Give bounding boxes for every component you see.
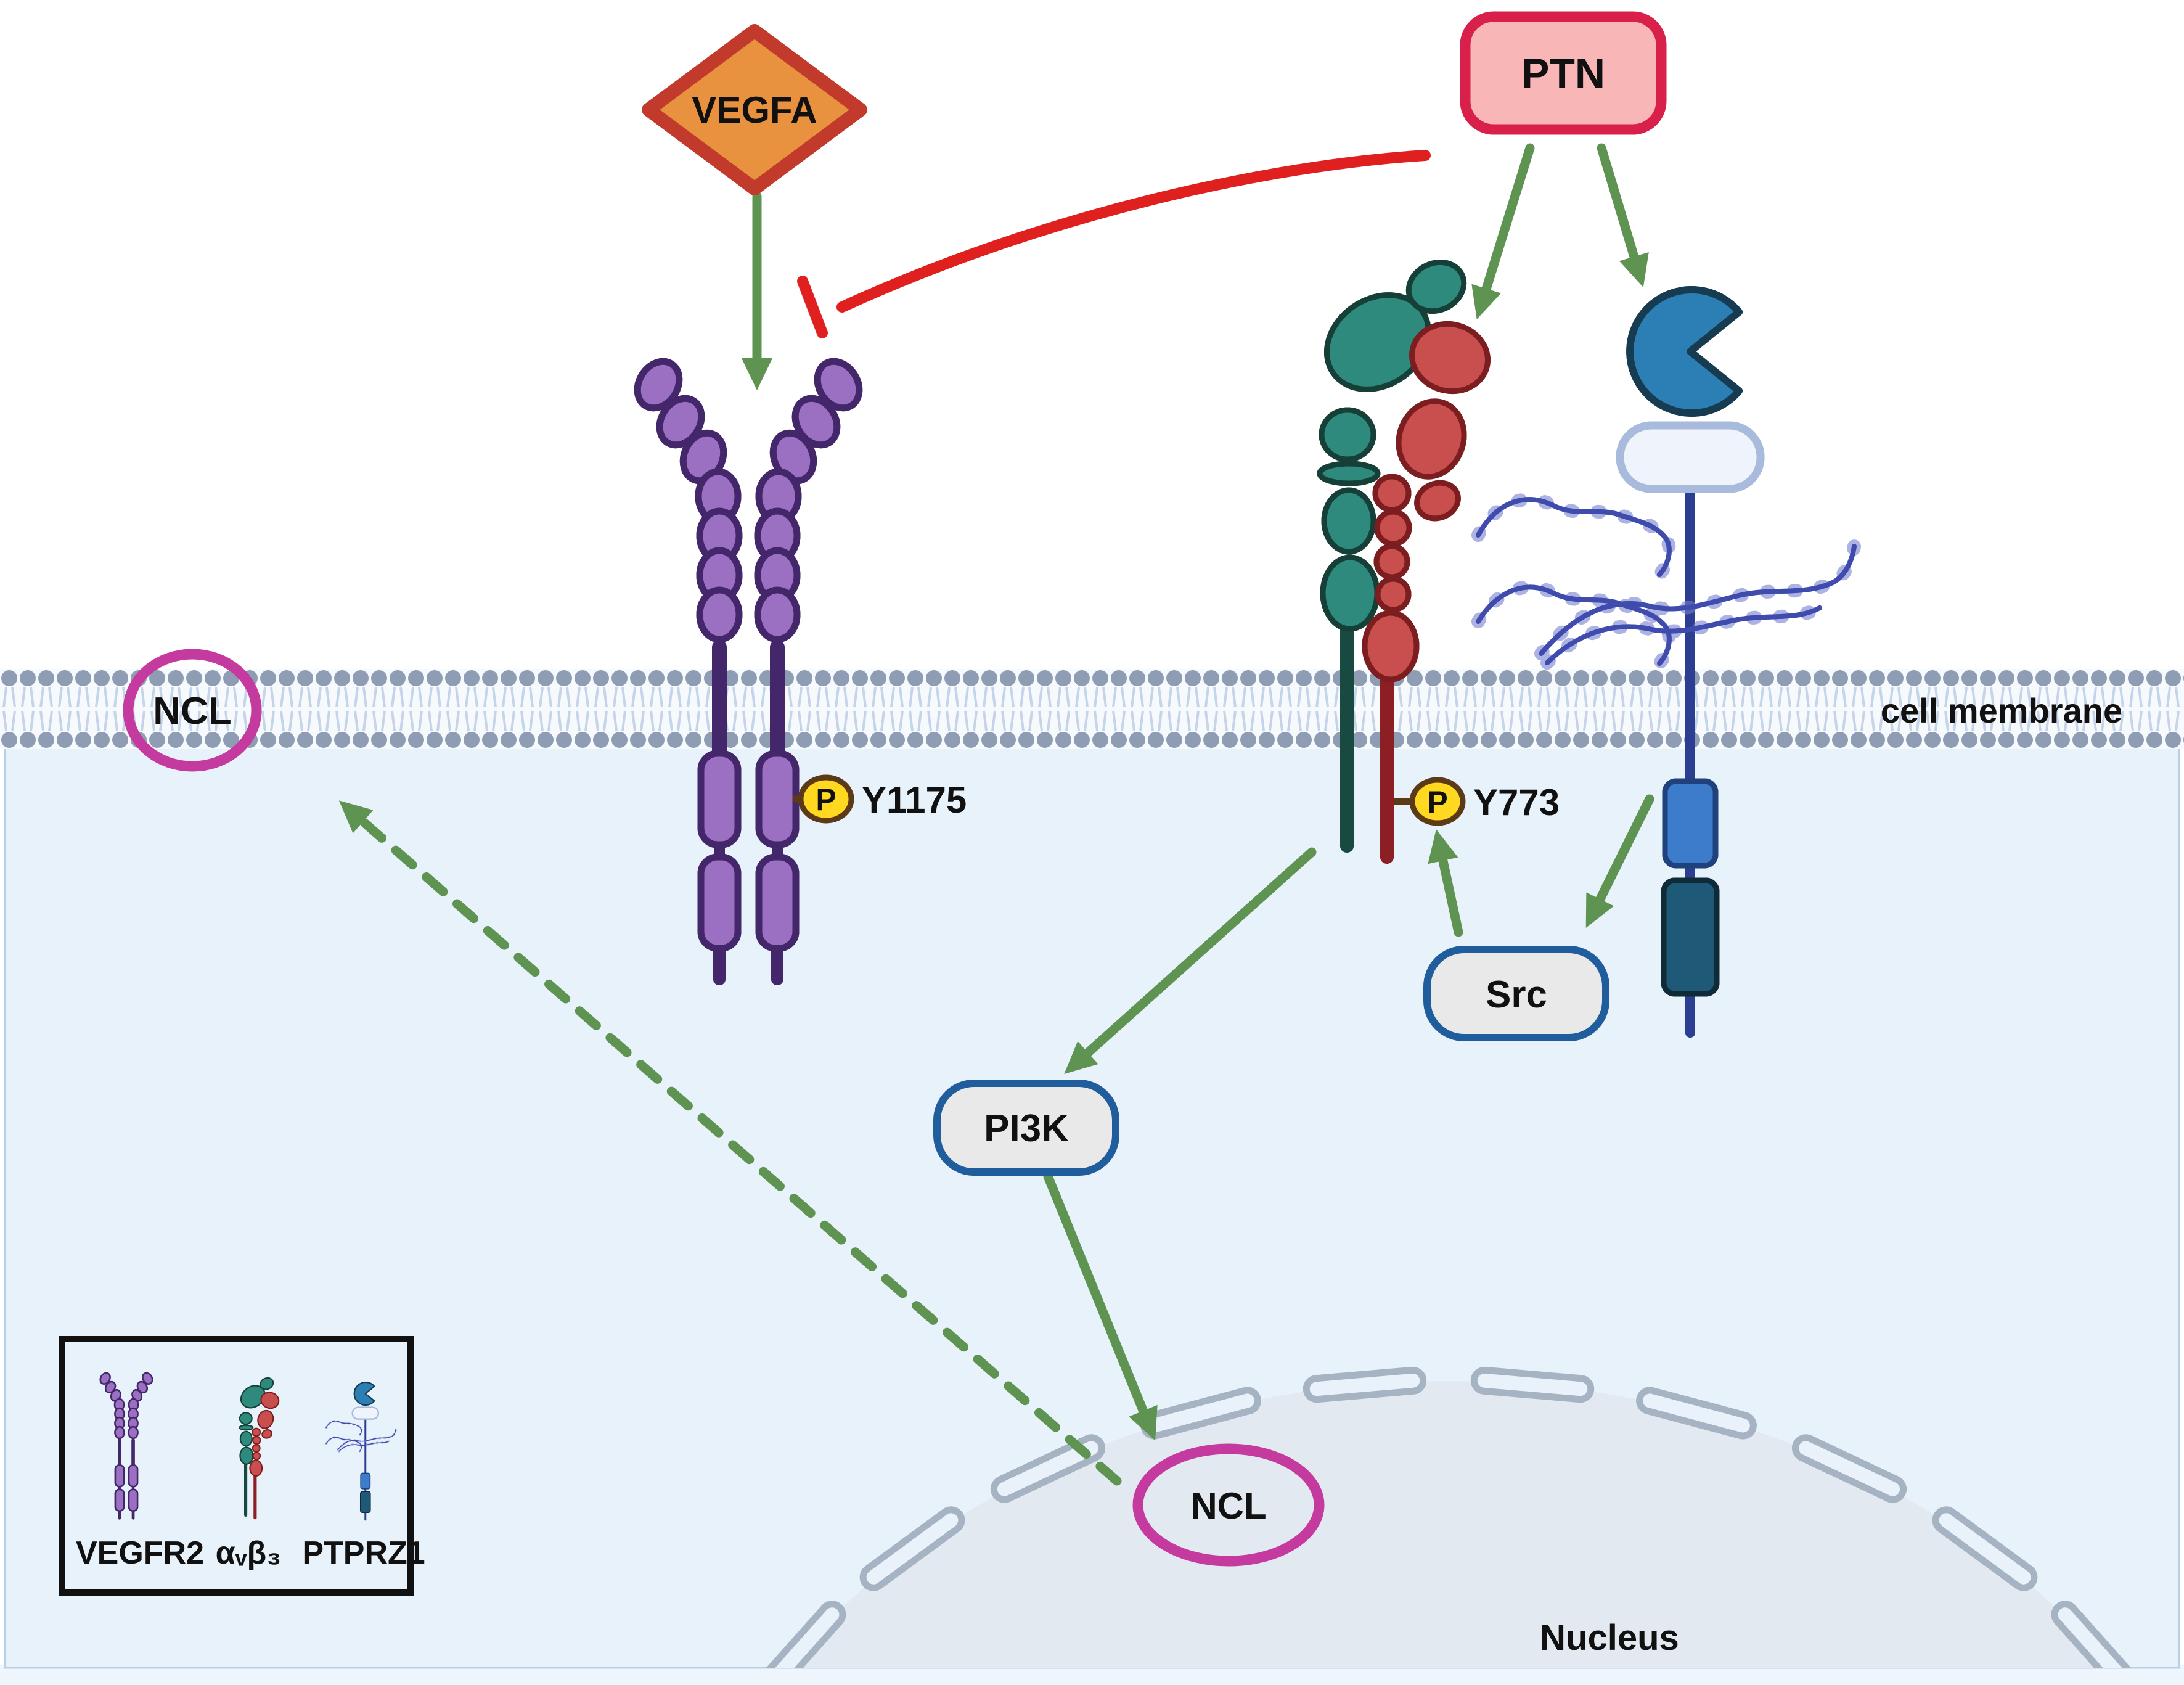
legend-item-avb3: αᵥβ₃ <box>216 1376 282 1571</box>
y773-label: Y773 <box>1473 782 1560 823</box>
extracellular-space <box>0 0 2184 669</box>
arrow-ncl-translocation-dashed <box>338 800 1122 1486</box>
cell-membrane-label: cell membrane <box>1881 691 2122 730</box>
legend-label-ptprz1: PTPRZ1 <box>302 1535 425 1571</box>
legend-label-avb3: αᵥβ₃ <box>216 1535 282 1571</box>
arrow-src-to-y773 <box>1428 829 1463 937</box>
inhibition-link-ptn-vegfa <box>797 150 1431 338</box>
legend-item-ptprz1: PTPRZ1 <box>302 1382 425 1571</box>
ptn-box <box>1460 11 1667 135</box>
arrow-pi3k-to-ncl <box>1043 1171 1158 1441</box>
src-label: Src <box>1486 974 1547 1016</box>
arrow-integrin-to-pi3k <box>1064 847 1317 1075</box>
nuclear-envelope <box>754 1366 2143 1668</box>
ncl-nucleus-label: NCL <box>1190 1485 1266 1527</box>
phospho-y773: P Y773 <box>1394 777 1560 826</box>
ncl-nucleus-node: NCL <box>1132 1443 1325 1567</box>
activation-arrows <box>338 143 1654 1486</box>
arrow-ptn-to-ptprz1 <box>1597 143 1649 287</box>
nucleus-label: Nucleus <box>1540 1618 1679 1658</box>
ncl-membrane-label: NCL <box>153 690 231 732</box>
vegfa-label: VEGFA <box>692 89 817 131</box>
pi3k-node: PI3K <box>933 1080 1119 1176</box>
arrow-ptn-to-integrin <box>1471 143 1535 319</box>
phospho-badge: P <box>816 782 836 817</box>
vegfa-diamond <box>642 24 867 195</box>
phospho-y1175: P Y1175 <box>793 774 967 824</box>
legend-label-vegfr2: VEGFR2 <box>76 1535 204 1571</box>
legend-item-vegfr2: VEGFR2 <box>76 1371 204 1571</box>
vegfa-node: VEGFA <box>642 24 867 195</box>
cell-membrane-band <box>0 669 2184 749</box>
legend-box <box>59 1336 414 1596</box>
ncl-membrane-node: NCL <box>123 649 262 772</box>
arrow-ptprz1-to-src <box>1585 794 1654 929</box>
pi3k-label: PI3K <box>984 1107 1069 1150</box>
y1175-label: Y1175 <box>862 779 967 821</box>
nucleus-body <box>785 1381 2112 1668</box>
phospho-badge: P <box>1427 785 1447 819</box>
legend: VEGFR2 αᵥβ₃ PTPRZ1 <box>59 1336 425 1596</box>
ptn-label: PTN <box>1521 50 1605 97</box>
src-node: Src <box>1423 946 1609 1041</box>
ptn-node: PTN <box>1460 11 1667 135</box>
